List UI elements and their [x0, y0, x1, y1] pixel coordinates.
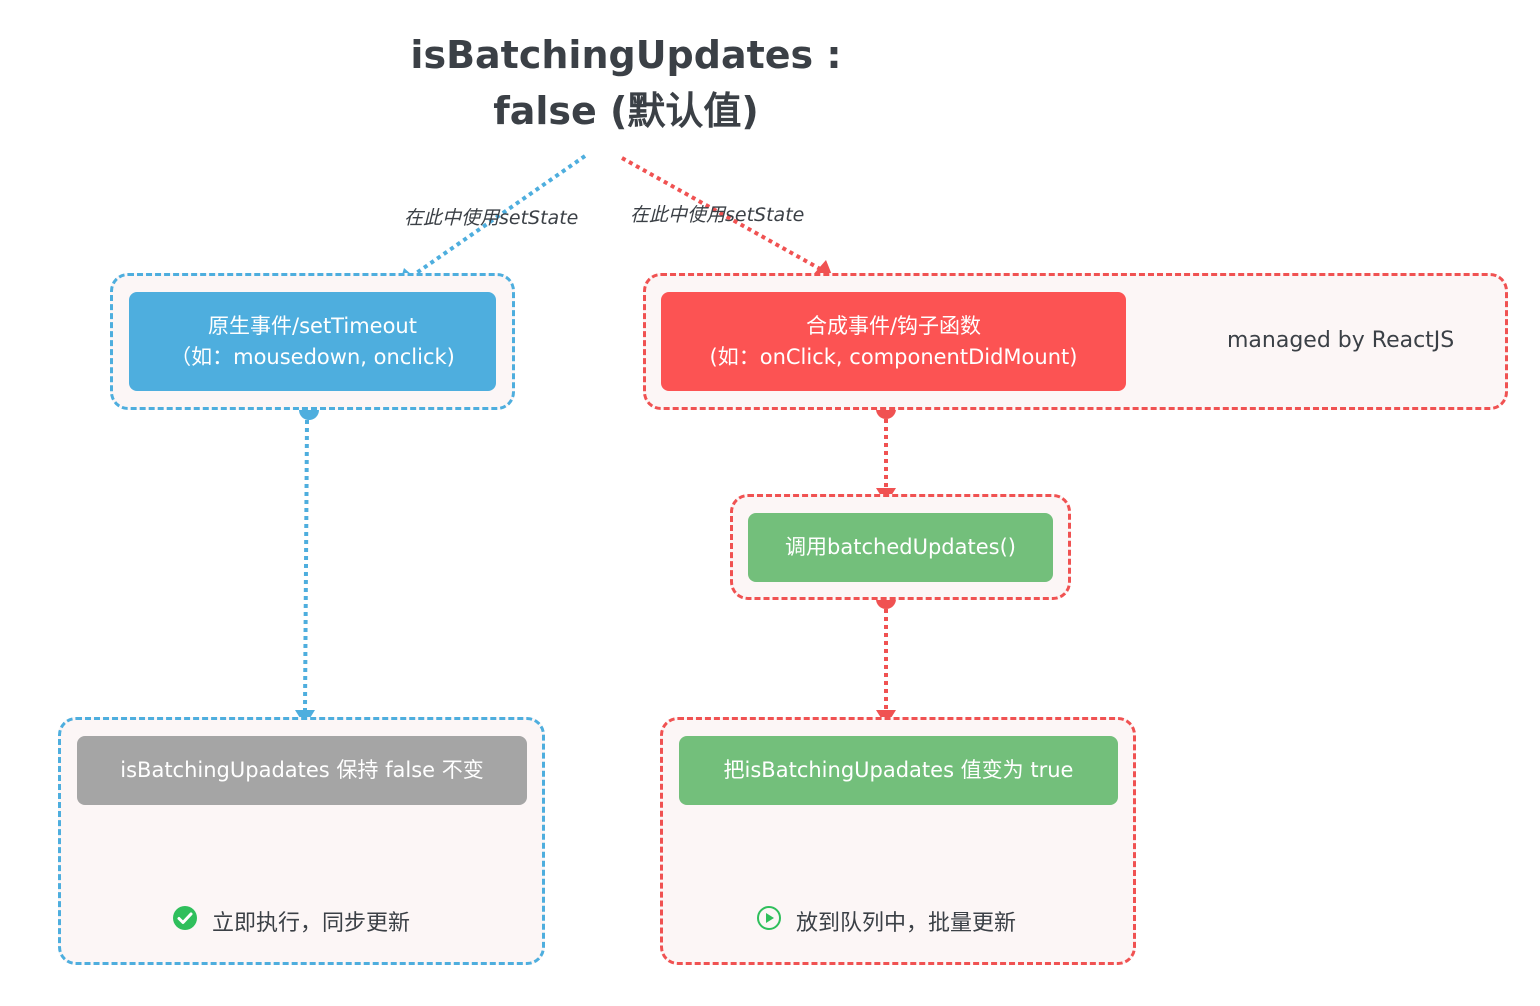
managed-by-note: managed by ReactJS	[1227, 328, 1455, 353]
native-event-title: 原生事件/setTimeout	[208, 313, 417, 338]
sync-outcome-text: 立即执行，同步更新	[212, 911, 411, 936]
play-circle-icon	[756, 905, 782, 937]
keep-false-node: isBatchingUpadates 保持 false 不变	[77, 736, 527, 805]
batched-updates-node: 调用batchedUpdates()	[748, 513, 1053, 582]
diagram-title-line2: false (默认值)	[493, 89, 759, 133]
native-event-examples: （如：mousedown, onclick)	[170, 344, 455, 369]
diagram-title-line1: isBatchingUpdates :	[410, 33, 842, 77]
edge-synthetic-to-batch	[876, 399, 896, 504]
edge-batch-to-result	[876, 589, 896, 726]
batch-outcome-text: 放到队列中，批量更新	[796, 911, 1017, 936]
batched-updates-label: 调用batchedUpdates()	[785, 535, 1016, 559]
set-true-label: 把isBatchingUpadates 值变为 true	[723, 758, 1074, 782]
batch-outcome: 放到队列中，批量更新	[756, 905, 1016, 937]
synthetic-event-title: 合成事件/钩子函数	[805, 313, 982, 338]
synthetic-event-node: 合成事件/钩子函数 (如：onClick, componentDidMount)	[661, 292, 1126, 391]
native-event-node: 原生事件/setTimeout （如：mousedown, onclick)	[129, 292, 496, 391]
check-circle-icon	[172, 905, 198, 937]
synthetic-event-examples: (如：onClick, componentDidMount)	[709, 344, 1078, 369]
edge-label-left: 在此中使用setState	[404, 207, 579, 229]
edge-native-to-result	[295, 400, 319, 726]
keep-false-label: isBatchingUpadates 保持 false 不变	[120, 758, 484, 782]
set-true-node: 把isBatchingUpadates 值变为 true	[679, 736, 1118, 805]
edge-label-right: 在此中使用setState	[630, 204, 805, 226]
sync-outcome: 立即执行，同步更新	[172, 905, 410, 937]
